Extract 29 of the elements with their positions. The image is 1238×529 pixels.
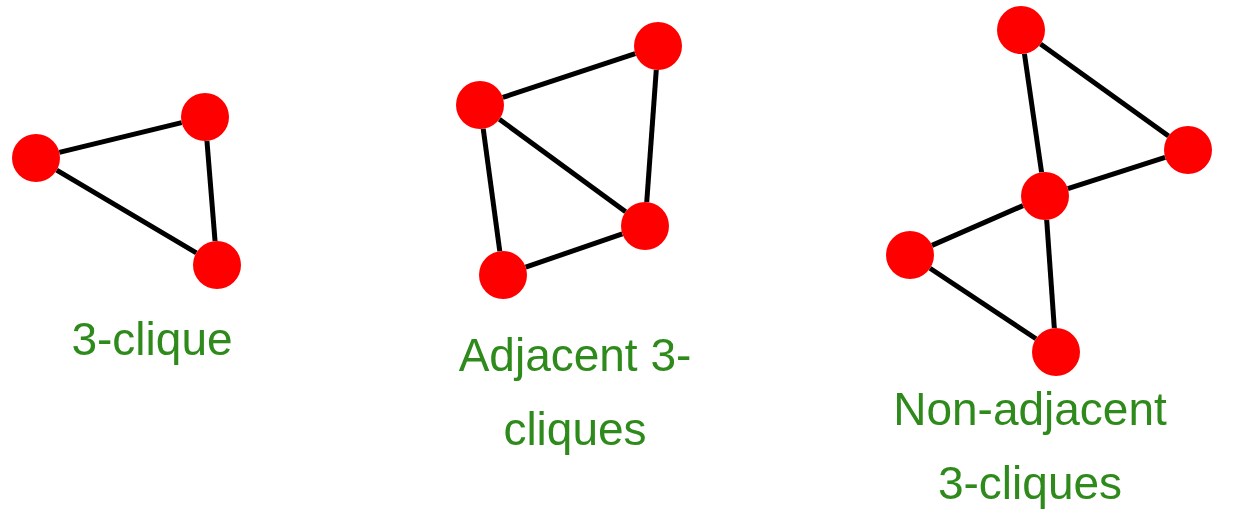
circle-node [12, 134, 60, 182]
edge-line [928, 266, 1038, 341]
circle-node [181, 93, 229, 141]
edge-line [1067, 154, 1166, 192]
edge-line [1039, 41, 1170, 139]
circle-node [479, 251, 527, 299]
circle-node [886, 231, 934, 279]
graph-caption: 3-clique [70, 312, 234, 367]
edge-line [524, 231, 624, 270]
graph-caption: Non-adjacent 3-cliques [892, 382, 1168, 511]
circle-node [456, 81, 504, 129]
circle-node [997, 6, 1045, 54]
circle-node [634, 22, 682, 70]
edge-line [502, 51, 636, 100]
graph-caption: Adjacent 3-cliques [457, 328, 693, 457]
circle-node [1032, 328, 1080, 376]
edge-line [55, 168, 198, 255]
edge-line [480, 128, 503, 252]
edge-line [1021, 53, 1045, 173]
edge-line [497, 117, 628, 214]
edge-line [58, 120, 183, 155]
circle-node [1021, 172, 1069, 220]
edge-line [644, 69, 659, 203]
circle-node [621, 202, 669, 250]
circle-node [1164, 126, 1212, 174]
edge-line [931, 203, 1024, 248]
edge-line [1044, 219, 1057, 329]
circle-node [193, 241, 241, 289]
edge-line [204, 140, 218, 242]
